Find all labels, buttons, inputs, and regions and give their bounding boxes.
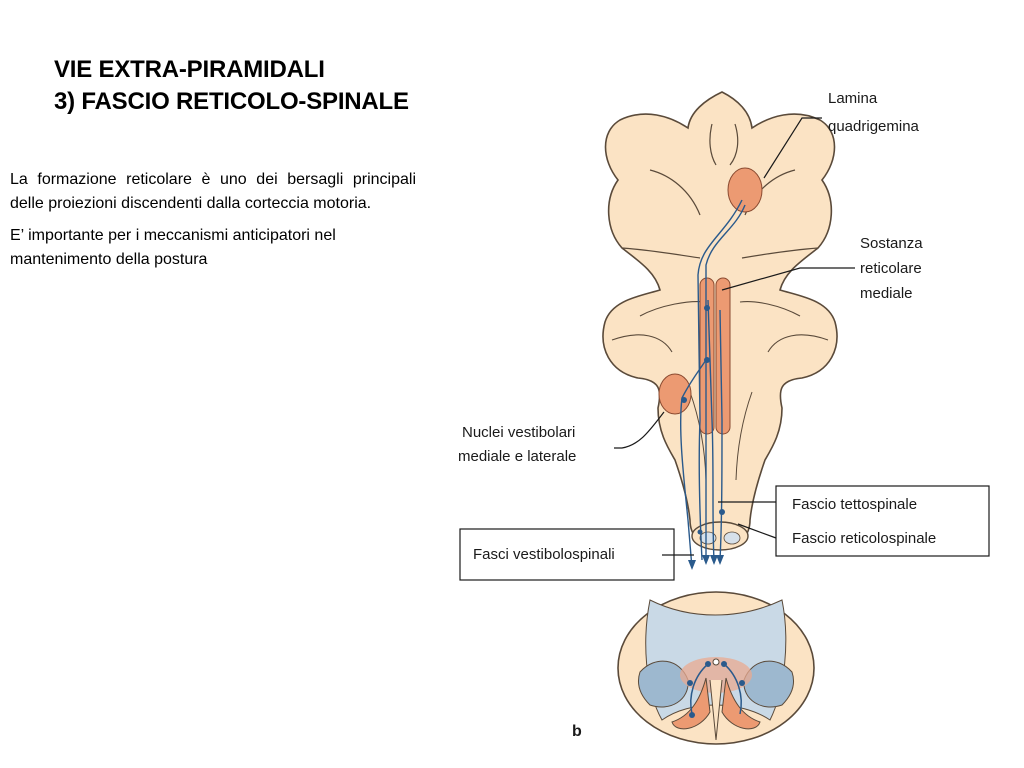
label-fasci-vestibolospinali: Fasci vestibolospinali [473, 546, 615, 563]
lamina-quadrigemina-nucleus [727, 167, 763, 213]
tract-dots [681, 305, 725, 535]
paragraph-1: La formazione reticolare è uno dei bersa… [10, 171, 416, 212]
label-lamina-line2: quadrigemina [828, 118, 920, 135]
label-nuclei-line2: mediale e laterale [458, 448, 576, 465]
spinal-cord-cross-section [617, 591, 815, 745]
descending-tracts [679, 199, 746, 569]
slide-title: VIE EXTRA-PIRAMIDALI 3) FASCIO RETICOLO-… [54, 54, 409, 118]
paragraph-2: E’ importante per i meccanismi anticipat… [10, 227, 336, 268]
label-sostanza-line3: mediale [860, 285, 913, 302]
label-sostanza-line1: Sostanza [860, 235, 923, 252]
fascio-box [775, 485, 990, 557]
label-lamina-line1: Lamina [828, 90, 878, 107]
label-fascio-tettospinale: Fascio tettospinale [792, 496, 917, 513]
label-sostanza-line2: reticolare [860, 260, 922, 277]
label-fascio-reticolospinale: Fascio reticolospinale [792, 530, 936, 547]
body-text: La formazione reticolare è uno dei bersa… [10, 168, 416, 280]
inner-contour-left [621, 123, 717, 259]
vestibular-nucleus [658, 373, 692, 415]
panel-letter: b [572, 723, 582, 740]
leader-lines [614, 117, 855, 556]
pons-lines [611, 301, 829, 353]
tract-arrows [688, 555, 724, 570]
title-line-2: 3) FASCIO RETICOLO-SPINALE [54, 88, 409, 115]
reticular-nucleus-right [715, 277, 731, 435]
label-nuclei-line1: Nuclei vestibolari [462, 424, 575, 441]
title-line-1: VIE EXTRA-PIRAMIDALI [54, 56, 325, 83]
fasci-vestibolo-box [459, 528, 675, 581]
